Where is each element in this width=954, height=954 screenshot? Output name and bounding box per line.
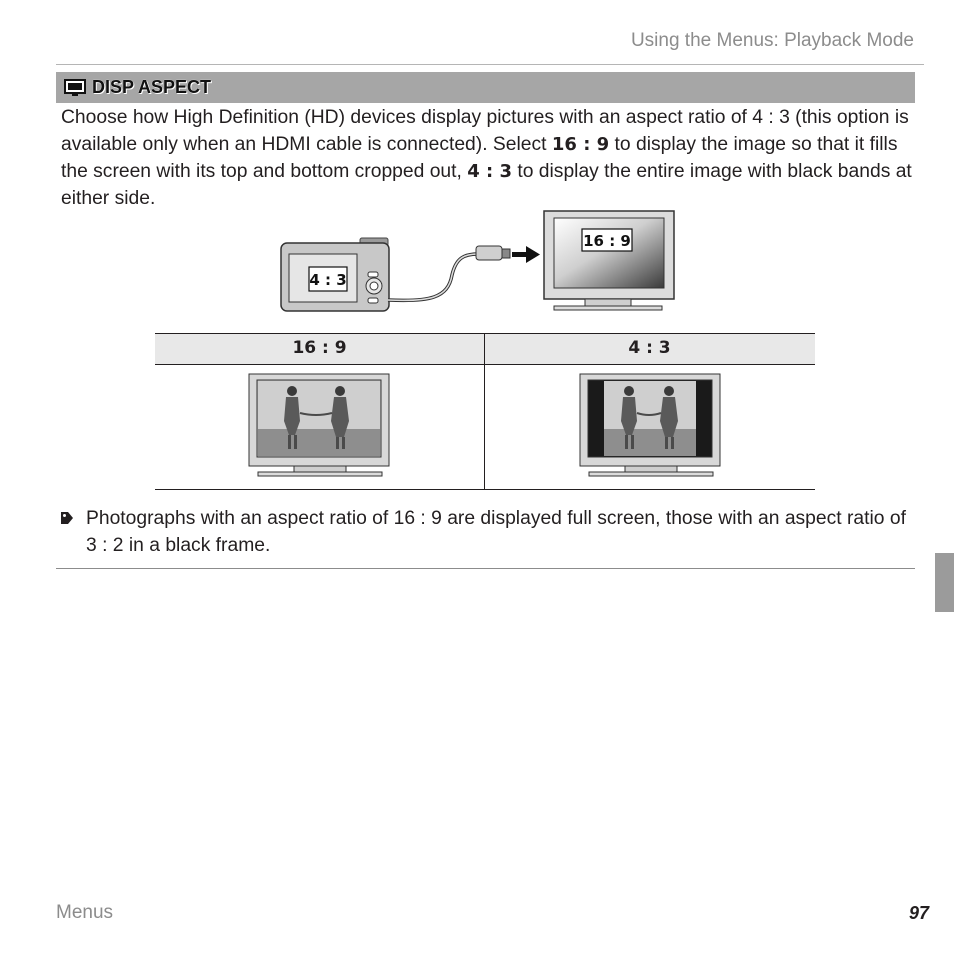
note-tag-icon (61, 512, 73, 524)
people-photo-icon (284, 386, 349, 449)
note-text: Photographs with an aspect ratio of 16 :… (86, 508, 906, 556)
tv-4-3-illustration (579, 373, 721, 477)
tv-icon (543, 210, 675, 311)
footer-section-name: Menus (56, 902, 114, 923)
column-divider (484, 334, 485, 489)
tv-aspect-label: 16 : 9 (583, 232, 631, 250)
camera-icon (280, 237, 390, 312)
arrow-right-icon (512, 246, 540, 263)
column-header-4-3: 4 : 3 (628, 338, 671, 358)
intro-h-letter: H (173, 107, 188, 128)
column-header-16-9: 16 : 9 (292, 338, 347, 358)
intro-text-2: igh (187, 107, 219, 128)
table-header-row: 16 : 9 4 : 3 (155, 334, 815, 365)
intro-text-5: to display the entire image with black b… (61, 161, 912, 209)
page-number: 97 (908, 903, 929, 923)
section-title: DISP ASPECT (92, 77, 212, 97)
option-4-3: 4 : 3 (467, 161, 512, 182)
intro-text-1: Choose how (61, 107, 174, 128)
tv-16-9-illustration (248, 373, 390, 477)
intro-text-4: to display the image so that it fills th… (61, 134, 898, 182)
chapter-thumb-tab (935, 553, 954, 612)
header-divider (56, 64, 924, 65)
hdmi-cable-icon (387, 245, 511, 303)
page-header-title: Using the Menus: Playback Mode (630, 30, 914, 51)
intro-d-letter: D (218, 107, 233, 128)
intro-text-3: efinition (HD) devices display pictures … (61, 107, 909, 155)
section-end-divider (56, 568, 915, 569)
option-16-9: 16 : 9 (551, 134, 610, 155)
hdmi-connection-diagram: 4 : 3 16 : 9 (280, 210, 675, 312)
aspect-comparison-table: 16 : 9 4 : 3 (155, 333, 815, 490)
intro-paragraph: Choose how High Definition (HD) devices … (61, 104, 913, 212)
section-heading-bar: DISP ASPECT (56, 72, 915, 103)
camera-aspect-label: 4 : 3 (309, 271, 346, 289)
people-photo-icon (621, 386, 678, 449)
tv-screen-icon (64, 78, 86, 97)
